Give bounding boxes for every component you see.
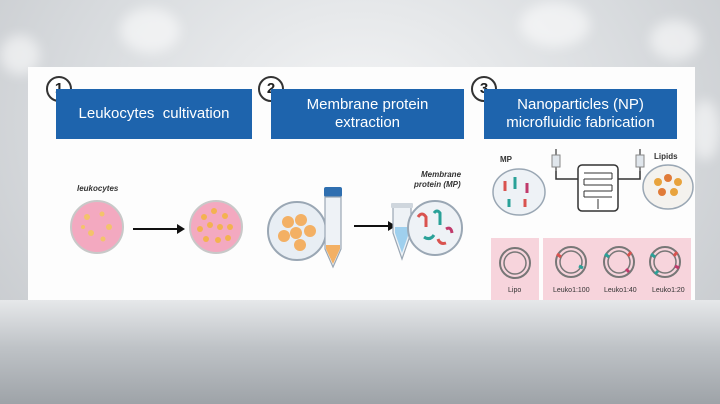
lipids-label: Lipids — [654, 152, 678, 161]
bokeh-light — [120, 8, 180, 53]
petri-dish-sparse — [70, 200, 124, 254]
step-2-title-line1: Membrane protein — [306, 96, 429, 113]
step-1-header: Leukocytes cultivation — [56, 89, 252, 139]
leuko-1-100-nanoparticle — [555, 246, 587, 278]
arrow-icon — [133, 224, 185, 234]
petri-dish-dense — [189, 200, 243, 254]
step-2-title-line2: extraction — [334, 114, 401, 131]
formulation-leuko-group-box — [543, 238, 691, 300]
microfluidic-chip-icon — [551, 149, 645, 212]
eppendorf-tube-icon — [391, 203, 413, 261]
formulation-leuko-1-100-label: Leuko1:100 — [553, 287, 590, 294]
mp-zoom-bubble — [492, 168, 546, 216]
formulation-lipo-box — [491, 238, 539, 300]
formulation-leuko-1-20-label: Leuko1:20 — [652, 287, 685, 294]
membrane-protein-label-line1: Membrane — [421, 170, 462, 179]
lipids-zoom-bubble — [642, 164, 694, 210]
step-2-header: Membrane protein extraction — [271, 89, 464, 139]
step-3-title-line2: microfluidic fabrication — [506, 114, 655, 131]
arrow-icon — [354, 221, 396, 231]
diagram-panel: 1 Leukocytes cultivation 2 Membrane prot… — [28, 67, 695, 300]
bokeh-light — [520, 2, 590, 47]
mp-label: MP — [500, 155, 512, 164]
background-floor — [0, 300, 720, 404]
bokeh-light — [690, 100, 720, 160]
cell-pellet-zoom — [267, 201, 327, 261]
formulation-lipo-label: Lipo — [508, 287, 522, 294]
leukocytes-label: leukocytes — [77, 184, 119, 193]
leuko-1-40-nanoparticle — [603, 246, 635, 278]
centrifuge-tube-icon — [324, 187, 342, 269]
formulation-leuko-1-40-label: Leuko1:40 — [604, 287, 637, 294]
step-3-header: Nanoparticles (NP) microfluidic fabricat… — [484, 89, 677, 139]
membrane-protein-zoom — [407, 200, 463, 256]
step-3-title-line1: Nanoparticles (NP) — [517, 96, 644, 113]
membrane-protein-label-line2: protein (MP) — [414, 180, 461, 189]
bokeh-light — [650, 20, 700, 60]
step-1-title: Leukocytes cultivation — [78, 105, 230, 122]
leuko-1-20-nanoparticle — [649, 246, 681, 278]
